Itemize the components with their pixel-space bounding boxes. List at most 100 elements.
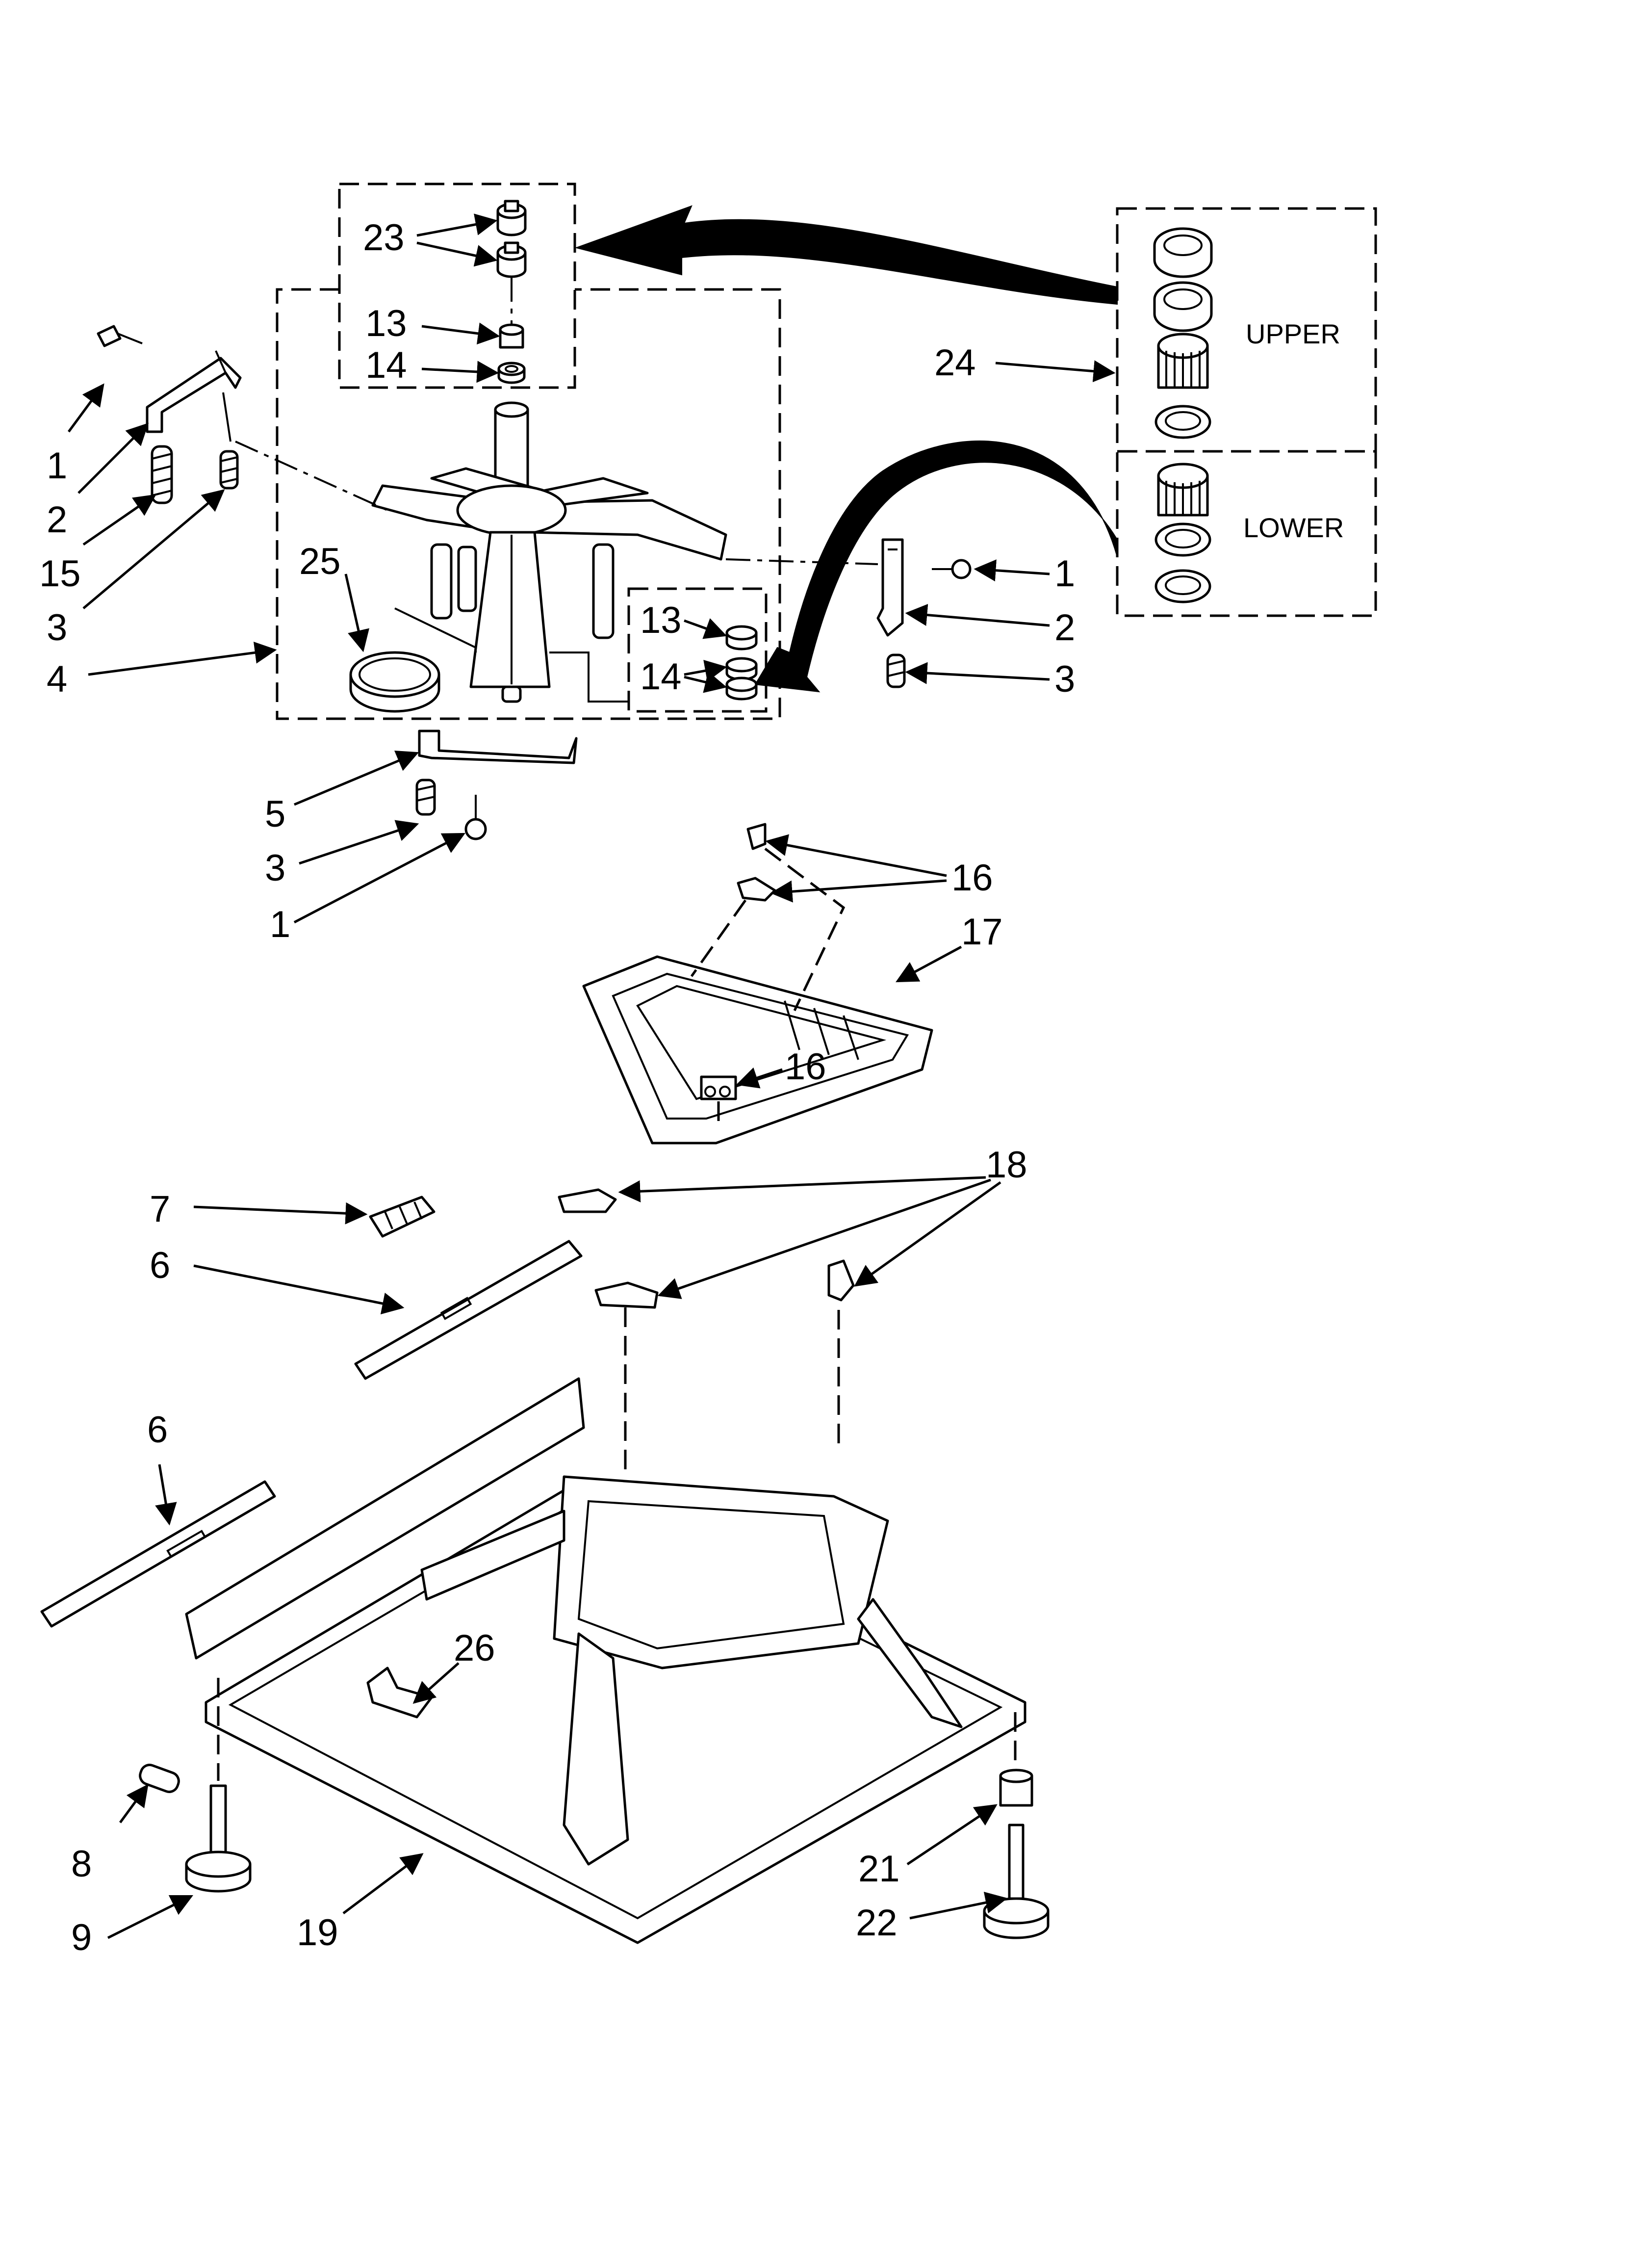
callout-1-right: 1 [1054, 553, 1075, 595]
hub-assembly-box [276, 288, 781, 720]
clip-26 [366, 1667, 433, 1719]
callout-21: 21 [858, 1848, 900, 1890]
hub-leg-left [430, 543, 453, 620]
callout-13-lower: 13 [640, 600, 682, 641]
callout-2-left: 2 [47, 499, 67, 541]
callout-1-front: 1 [270, 904, 290, 945]
bumper-16-b [737, 877, 776, 902]
washer-14-lower-1 [725, 657, 758, 681]
callout-22: 22 [856, 1902, 898, 1944]
callout-26: 26 [454, 1627, 495, 1669]
top-bearing-stack [496, 200, 527, 384]
hub-disc [456, 484, 567, 536]
callout-14-top: 14 [365, 344, 407, 386]
front-suspension-parts [415, 730, 578, 840]
callout-2-right: 2 [1054, 607, 1075, 649]
callout-6-lower: 6 [147, 1409, 168, 1451]
bearing-23-top [496, 200, 527, 236]
callout-18: 18 [986, 1144, 1027, 1186]
callout-3-right: 3 [1054, 658, 1075, 700]
washer-14-lower-2 [725, 677, 758, 701]
pad-18-a [558, 1188, 617, 1213]
hub-leg-right [592, 543, 615, 639]
callout-5: 5 [265, 793, 285, 835]
leader-lines [67, 213, 1116, 1939]
bar-6-upper [354, 1240, 583, 1380]
spring-3-front [415, 779, 436, 816]
bearing-kit [1153, 227, 1213, 603]
top-bearing-box [338, 182, 576, 389]
lower-bearing-stack [725, 625, 758, 701]
bumper-16-a [746, 823, 767, 850]
kit-lower-washer-2 [1155, 569, 1211, 603]
callout-19: 19 [297, 1912, 338, 1954]
spring-3-right [886, 653, 906, 688]
spring-7 [369, 1196, 436, 1238]
pad-18-b [594, 1281, 659, 1309]
hub-assembly [349, 401, 727, 713]
bar-6-lower [40, 1480, 276, 1628]
kit-upper-bearing [1157, 333, 1209, 389]
callout-7: 7 [150, 1188, 170, 1230]
washer-14-top [497, 362, 526, 384]
foot-right [983, 1712, 1050, 1939]
kit-lower-bearing [1157, 463, 1209, 517]
screw-1-left [97, 325, 143, 347]
tub-support-frame-17 [582, 955, 933, 1145]
screw-1-right [932, 559, 972, 579]
lower-bearing-box [627, 587, 768, 713]
bearing-23-bottom [496, 241, 527, 278]
kit-upper-seal-1 [1153, 227, 1213, 278]
lower-kit-arrow [754, 440, 1118, 693]
callout-24: 24 [934, 342, 976, 384]
pads-18 [558, 1188, 855, 1472]
callout-14-lower: 14 [640, 656, 682, 698]
pad-18-c [827, 1259, 855, 1302]
cap-8 [139, 1764, 180, 1793]
callout-15: 15 [39, 553, 81, 595]
callout-16-top: 16 [951, 857, 993, 899]
bearing-kit-lower-box [1116, 450, 1377, 617]
right-suspension-parts [725, 538, 972, 688]
callout-3-left: 3 [47, 607, 67, 649]
upper-kit-arrow [574, 205, 1118, 305]
leveling-foot-22 [983, 1897, 1050, 1939]
callout-labels: 23 13 14 24 1 2 15 3 4 25 13 14 1 2 3 5 … [39, 217, 1344, 1958]
kit-label-lower: LOWER [1243, 512, 1344, 543]
callout-6-upper: 6 [150, 1245, 170, 1286]
bearing-13-lower [725, 625, 758, 651]
kit-lower-washer-1 [1155, 522, 1211, 557]
kit-upper-seal-2 [1153, 281, 1213, 332]
leveling-foot-9 [185, 1851, 252, 1893]
spring-3-left [219, 450, 239, 490]
hub-cone [469, 531, 551, 688]
bearing-13-top [499, 323, 524, 349]
bumper-16-c [700, 1075, 737, 1100]
bracket-2-left [146, 357, 242, 433]
kit-arrows [574, 205, 1118, 693]
kit-label-upper: UPPER [1246, 318, 1340, 349]
bumpers-16 [690, 823, 846, 1123]
callout-1-upper-left: 1 [47, 445, 67, 487]
bushing-21 [999, 1769, 1033, 1807]
callout-23: 23 [363, 217, 405, 259]
callout-17: 17 [961, 911, 1003, 953]
callout-13-top: 13 [365, 303, 407, 344]
left-suspension-parts [97, 325, 388, 511]
callout-16-lower: 16 [785, 1046, 826, 1088]
callout-25: 25 [299, 541, 341, 582]
group-boxes [276, 182, 1377, 720]
callout-8: 8 [71, 1843, 92, 1885]
callout-9: 9 [71, 1917, 92, 1958]
kit-upper-washer [1155, 405, 1211, 439]
callout-3-front: 3 [265, 847, 285, 889]
spring-15 [151, 445, 173, 504]
foot-left [139, 1678, 252, 1893]
callout-4: 4 [47, 658, 67, 700]
screw-1-front [464, 795, 487, 840]
base-frame-19 [185, 1377, 1026, 1944]
gasket-25 [349, 651, 440, 713]
bracket-2-right [876, 538, 904, 637]
bracket-5 [418, 730, 578, 764]
